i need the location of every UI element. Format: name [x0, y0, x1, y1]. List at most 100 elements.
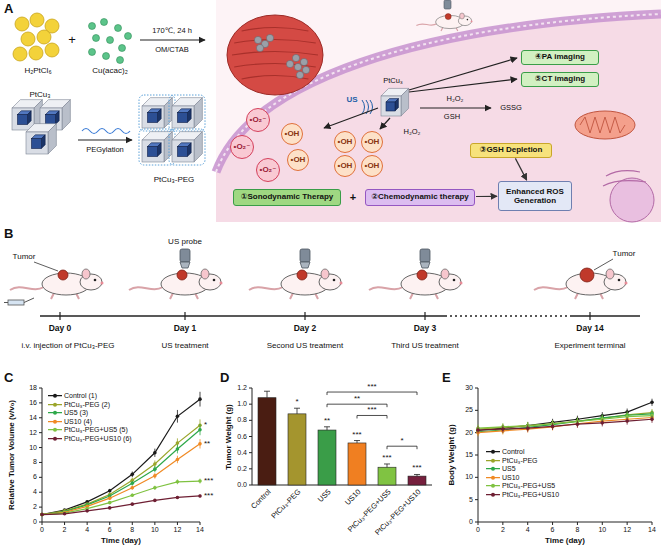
tick-mark — [652, 522, 653, 525]
us-probe — [180, 249, 190, 262]
axis-tick: 1.0 — [237, 400, 247, 408]
legend-text: Control (1) — [64, 392, 97, 400]
core-cube-side — [27, 111, 31, 125]
tick-mark — [475, 477, 478, 478]
mouse — [249, 269, 343, 299]
legend-text: US5 — [502, 465, 516, 473]
axis-title: Tumor Weight (g) — [224, 404, 233, 469]
legend-text: US10 (4) — [64, 418, 92, 426]
timeline-tick — [184, 312, 185, 320]
legend-sample — [48, 393, 62, 400]
mouse — [129, 269, 223, 299]
data-marker — [130, 486, 134, 490]
node-text: •OH — [338, 137, 353, 146]
axis-tick: 16 — [29, 399, 37, 407]
annotation: US probe — [168, 237, 202, 246]
precursor-dot — [89, 49, 96, 56]
axis-tick: 0.0 — [237, 481, 247, 489]
data-line — [42, 399, 200, 514]
data-marker — [176, 414, 180, 418]
legend-item: PtCu₃-PEG (2) — [48, 401, 110, 409]
core-cube-side — [157, 109, 161, 123]
timeline-gap — [445, 315, 572, 316]
tick-mark — [132, 522, 133, 525]
sample-marker — [53, 437, 57, 441]
tick-mark — [249, 404, 252, 405]
significance-mark: * — [295, 398, 298, 407]
shell-cube-side — [401, 88, 409, 116]
core-cube-front — [178, 113, 188, 123]
sample-marker — [53, 411, 57, 415]
axis-tick: 15 — [465, 451, 473, 459]
shell-cube-front — [26, 132, 48, 154]
axis-tick: 4 — [526, 526, 530, 534]
flow-arrow — [515, 158, 526, 180]
axis-tick: 6 — [33, 473, 37, 481]
step-label: Third US treatment — [391, 341, 459, 350]
tick-mark — [39, 432, 42, 433]
particle-label: PtCu₃-PEG — [154, 175, 195, 184]
data-marker — [198, 494, 202, 498]
legend-sample — [486, 449, 500, 456]
data-marker — [153, 499, 157, 503]
mouse-nose — [101, 282, 104, 285]
axis-tick: 2 — [501, 526, 505, 534]
axis-tick: 12 — [29, 429, 37, 437]
axis-title: Time (day) — [545, 536, 585, 545]
peg-chain — [82, 129, 130, 134]
axis-title: Body Weight (g) — [447, 424, 456, 485]
error-bar — [354, 441, 360, 443]
tick-mark — [577, 522, 578, 525]
data-marker — [600, 421, 604, 425]
day-label: Day 14 — [576, 324, 603, 334]
tumor — [297, 270, 307, 280]
core-cube-front — [148, 147, 158, 157]
sample-marker — [53, 403, 57, 407]
ultrasound-wave — [370, 100, 373, 114]
significance-mark: *** — [204, 491, 213, 500]
data-marker — [176, 441, 180, 445]
peg-shell — [169, 129, 205, 165]
membrane-detail — [216, 14, 661, 172]
radical-circle: •O₂⁻ — [246, 108, 270, 132]
axis-tick: 5 — [469, 496, 473, 504]
panel-letter: E — [442, 371, 451, 386]
core-cube-side — [41, 135, 45, 149]
mouse-ear — [441, 269, 449, 279]
node-text: •O₂⁻ — [260, 165, 277, 174]
core-cube-front — [178, 147, 188, 157]
mouse-eye — [618, 279, 621, 282]
bar — [348, 443, 366, 485]
nanoparticle-cluster — [254, 36, 261, 43]
tick-mark — [475, 455, 478, 456]
data-marker — [40, 513, 44, 517]
tick-mark — [527, 522, 528, 525]
legend-sample — [48, 435, 62, 442]
shell-cube-front — [172, 140, 194, 162]
nanoparticle-cluster — [294, 63, 301, 70]
legend-text: PtCu₃-PEG+US5 — [502, 482, 555, 490]
axis-tick: 12 — [623, 526, 631, 534]
timeline-tick — [589, 312, 590, 320]
tissue-fiber — [234, 40, 316, 44]
core-cube-front — [386, 102, 395, 111]
data-marker — [576, 422, 580, 426]
legend-item: US10 (4) — [48, 418, 92, 426]
axis-tick: 30 — [465, 384, 473, 392]
data-marker — [130, 481, 134, 485]
significance-bracket — [387, 446, 417, 449]
step-label: US treatment — [161, 341, 208, 350]
legend-sample — [486, 457, 500, 464]
data-line — [478, 419, 652, 430]
tick-mark — [177, 522, 178, 525]
axis-tick: 10 — [29, 444, 37, 452]
legend-item: PtCu₃-PEG+US10 (6) — [48, 435, 132, 443]
tick-mark — [109, 522, 110, 525]
legend-text: US10 — [502, 474, 520, 482]
step-label: i.v. injection of PtCu₃-PEG — [22, 341, 115, 350]
annotation: Tumor — [613, 249, 636, 258]
axis-line — [42, 388, 200, 522]
axis-tick: 14 — [648, 526, 656, 534]
peg-shell — [139, 95, 175, 131]
legend-item: Control (1) — [48, 392, 97, 400]
